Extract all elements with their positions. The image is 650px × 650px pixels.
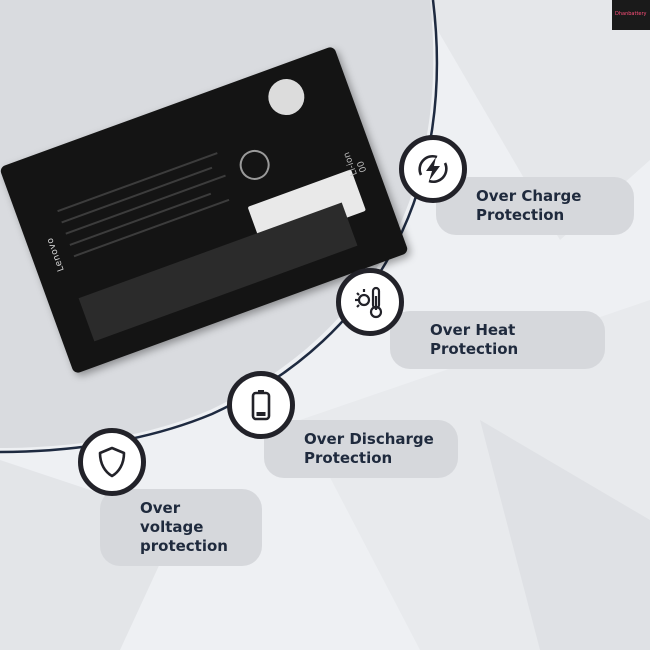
corner-logo-text: Dhanbattery [615, 11, 647, 17]
battery-brand: Lenovo [45, 235, 67, 273]
feature-line1: Over Discharge [304, 430, 434, 448]
thermometer-sun-icon [336, 268, 404, 336]
battery-chemistry: Li-ion 00 [342, 150, 370, 177]
feature-over-discharge: Over Discharge Protection [264, 420, 458, 478]
feature-line1: Over voltage [140, 499, 204, 536]
battery-text-line [57, 152, 218, 213]
battery-text-line [69, 192, 212, 246]
feature-line2: Protection [430, 340, 519, 358]
feature-line2: Protection [476, 206, 565, 224]
battery-seal [263, 73, 310, 121]
feature-line2: Protection [304, 449, 393, 467]
feature-line1: Over Charge [476, 187, 582, 205]
battery-icon [227, 371, 295, 439]
feature-line2: protection [140, 537, 228, 555]
lightning-icon [399, 135, 467, 203]
corner-logo: Dhanbattery [612, 0, 650, 30]
battery-text-line [65, 174, 226, 235]
feature-over-charge: Over Charge Protection [436, 177, 634, 235]
feature-over-voltage: Over voltage protection [100, 489, 262, 566]
feature-over-heat: Over Heat Protection [390, 311, 605, 369]
shield-icon [78, 428, 146, 496]
recycle-icon [235, 145, 274, 185]
feature-line1: Over Heat [430, 321, 516, 339]
